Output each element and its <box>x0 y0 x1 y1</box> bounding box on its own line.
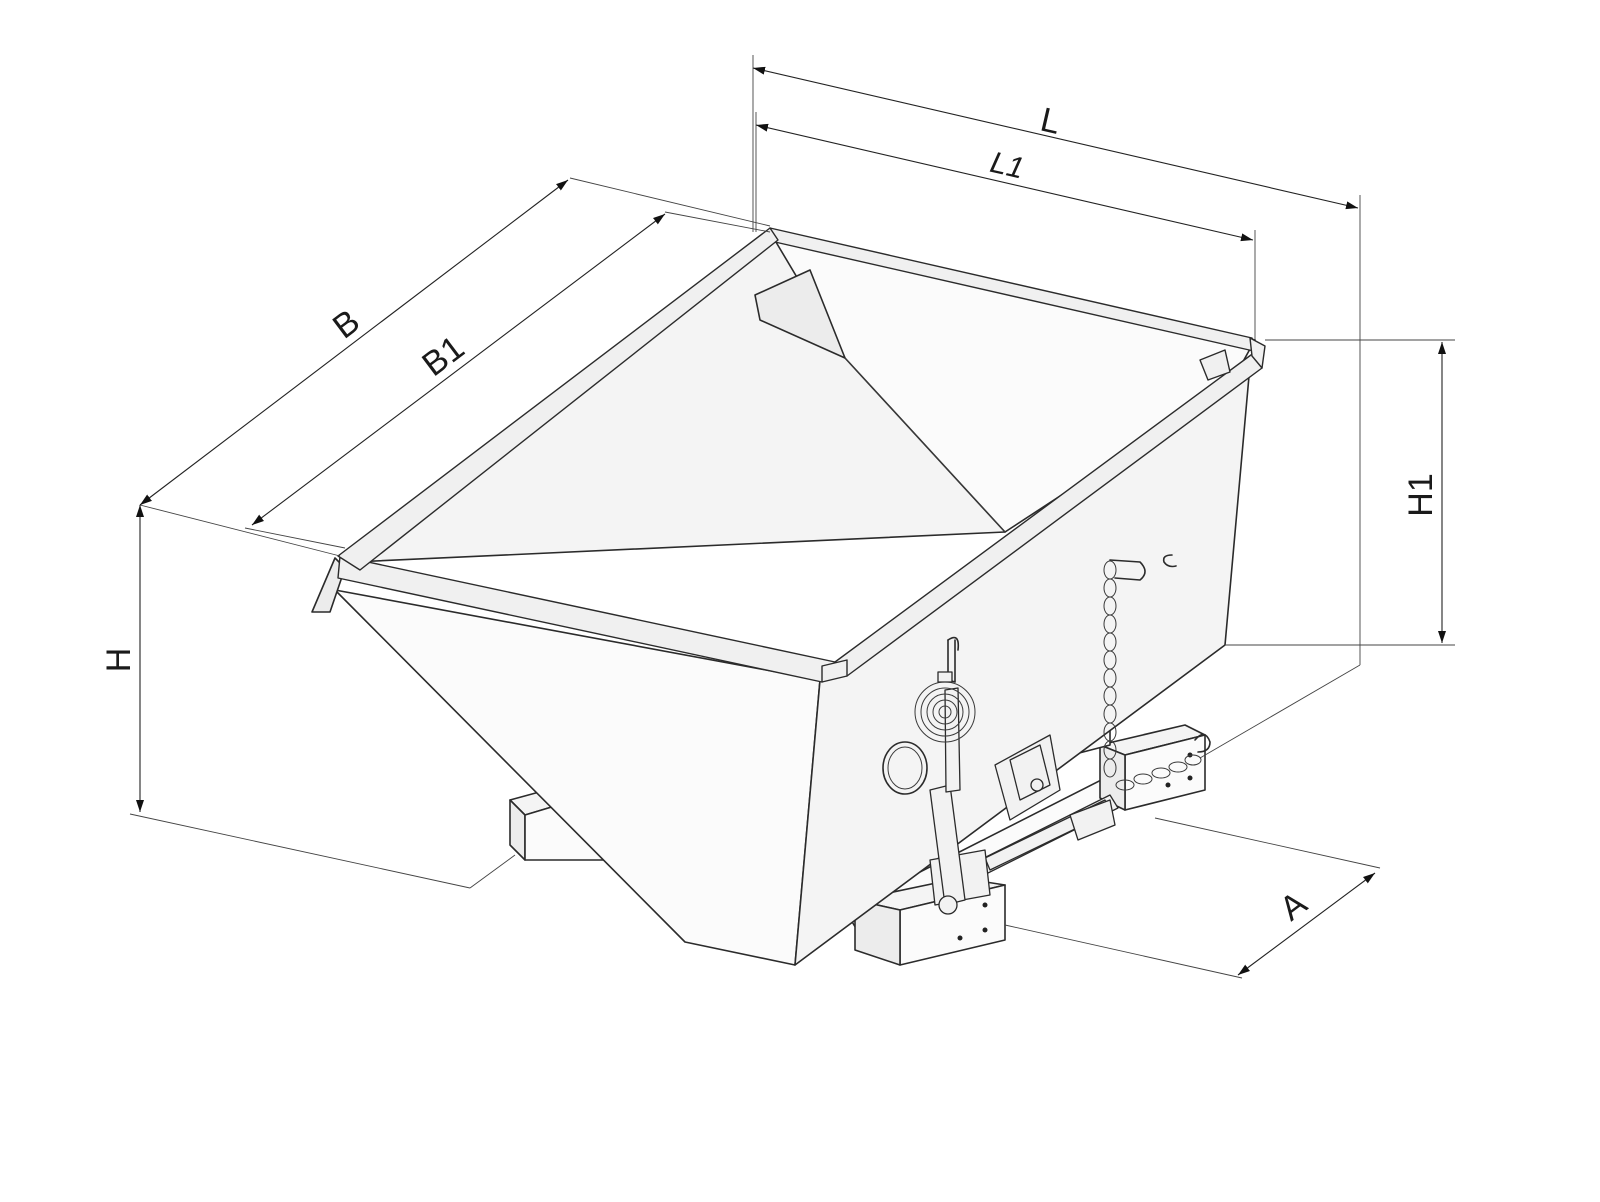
dimension-label-B: B <box>326 302 367 346</box>
dimension-label-H: H <box>100 648 138 673</box>
safety-chain <box>1103 554 1211 791</box>
dimension-L1: L1 <box>755 112 1256 340</box>
dimension-H: H <box>100 505 516 889</box>
dimension-label-L1: L1 <box>987 146 1027 186</box>
dimension-label-L: L <box>1037 101 1064 142</box>
coil-spring <box>914 671 976 743</box>
pull-ring <box>882 741 928 795</box>
tipping-hardware <box>882 554 1211 915</box>
dimension-H1: H1 <box>1225 339 1455 646</box>
dimension-label-H1: H1 <box>1402 473 1440 516</box>
dimension-label-A: A <box>1273 884 1314 928</box>
dimension-label-B1: B1 <box>415 329 471 384</box>
